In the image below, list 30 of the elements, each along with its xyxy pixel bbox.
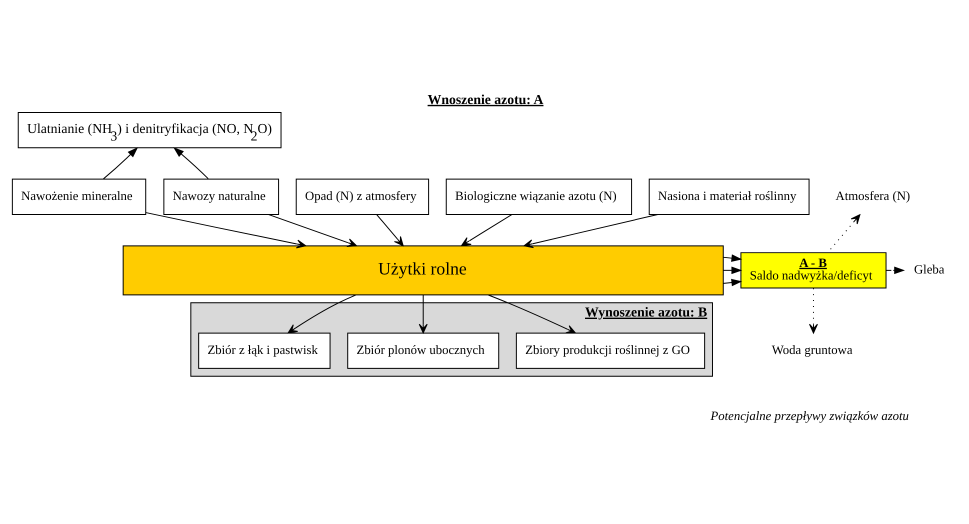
node-box: Użytki rolne	[122, 244, 724, 295]
arrow	[102, 146, 138, 179]
node-box: Zbiory produkcji roślinnej z GO	[516, 332, 706, 368]
arrow	[173, 146, 209, 179]
node-box: Nawozy naturalne	[163, 178, 280, 214]
arrow	[268, 213, 357, 246]
arrow	[288, 294, 356, 333]
node-box: Opad (N) z atmosfery	[296, 178, 430, 214]
arrow	[723, 266, 742, 274]
arrow	[723, 278, 742, 286]
arrow	[418, 294, 428, 333]
diagram-title: Wnoszenie azotu: A	[428, 91, 544, 106]
arrow	[488, 294, 576, 333]
node-text: Woda gruntowa	[772, 342, 852, 357]
arrow	[376, 214, 404, 246]
node-box: A - B Saldo nadwyżka/deficyt	[740, 252, 887, 288]
node-box: Zbiór plonów ubocznych	[347, 332, 500, 368]
arrow	[809, 287, 818, 334]
arrow	[523, 213, 658, 248]
node-text: Atmosfera (N)	[836, 188, 910, 203]
node-box: Nawożenie mineralne	[12, 178, 146, 214]
arrow	[886, 266, 905, 274]
arrow	[461, 214, 512, 246]
arrow	[723, 254, 742, 262]
arrow	[145, 212, 306, 248]
node-box: Zbiór z łąk i pastwisk	[198, 332, 331, 368]
label: Potencjalne przepływy związków azotu	[710, 408, 909, 422]
node-box: Nasiona i materiał roślinny	[648, 178, 810, 214]
node-text: Gleba	[914, 262, 944, 276]
node-box: Biologiczne wiązanie azotu (N)	[446, 178, 632, 214]
